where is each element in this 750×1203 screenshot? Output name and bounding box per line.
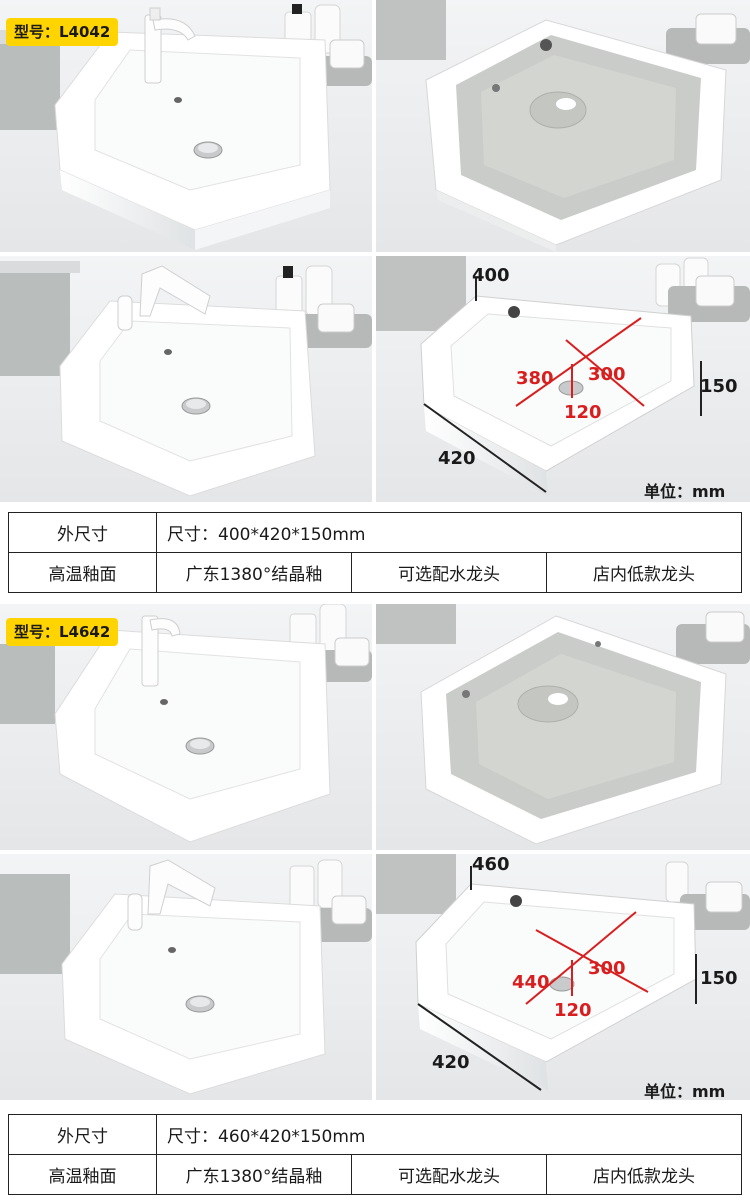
photo-dimension-diagram: 460 150 420 440 300 120 单位：mm: [376, 854, 750, 1100]
spec-glaze: 广东1380°结晶釉: [156, 1154, 352, 1195]
spec-value-size: 尺寸：460*420*150mm: [156, 1114, 742, 1155]
model-badge: 型号：L4642: [6, 618, 119, 646]
spec-value-size: 尺寸：400*420*150mm: [156, 512, 742, 553]
dim-depth: 420: [432, 1052, 470, 1073]
table-row: 高温釉面 广东1380°结晶釉 可选配水龙头 店内低款龙头: [8, 1154, 742, 1195]
product-section-l4042: 型号：L4042: [0, 0, 750, 600]
spec-label-glaze: 高温釉面: [8, 1154, 157, 1195]
dim-width: 460: [472, 854, 510, 875]
photo-dimension-diagram: 400 150 420 380 300 120 单位：mm: [376, 256, 750, 502]
spec-label-glaze: 高温釉面: [8, 552, 157, 593]
dim-inner-width: 300: [588, 958, 626, 979]
photo-inner-glaze: [376, 604, 750, 850]
dim-inner-depth: 120: [564, 402, 602, 423]
model-badge: 型号：L4042: [6, 18, 119, 46]
dim-height: 150: [700, 376, 738, 397]
photo-front-faucet: 型号：L4642: [0, 604, 372, 850]
spec-glaze: 广东1380°结晶釉: [156, 552, 352, 593]
spec-table: 外尺寸 尺寸：460*420*150mm 高温釉面 广东1380°结晶釉 可选配…: [8, 1114, 742, 1195]
dim-depth: 420: [438, 448, 476, 469]
faucet-tall-icon: [144, 7, 196, 84]
dim-height: 150: [700, 968, 738, 989]
table-row: 高温釉面 广东1380°结晶釉 可选配水龙头 店内低款龙头: [8, 552, 742, 593]
photo-front-faucet: 型号：L4042: [0, 0, 372, 252]
unit-label: 单位：mm: [644, 1082, 726, 1100]
spec-faucet-option: 可选配水龙头: [351, 1154, 547, 1195]
table-row: 外尺寸 尺寸：400*420*150mm: [8, 512, 742, 553]
dim-inner-depth: 120: [554, 1000, 592, 1021]
product-section-l4642: 型号：L4642: [0, 604, 750, 1203]
photo-front-pullout: [0, 854, 372, 1100]
photo-front-pullout: [0, 256, 372, 502]
unit-label: 单位：mm: [644, 482, 726, 501]
spec-table: 外尺寸 尺寸：400*420*150mm 高温釉面 广东1380°结晶釉 可选配…: [8, 512, 742, 593]
spec-label-size: 外尺寸: [8, 512, 157, 553]
spec-faucet-option: 可选配水龙头: [351, 552, 547, 593]
photo-inner-glaze: [376, 0, 750, 252]
overflow-hole-icon: [540, 39, 552, 51]
faucet-pullout-icon: [117, 265, 211, 331]
spec-faucet-store: 店内低款龙头: [546, 1154, 742, 1195]
dim-width: 400: [472, 265, 510, 286]
spec-label-size: 外尺寸: [8, 1114, 157, 1155]
dim-inner-length: 440: [512, 972, 550, 993]
dim-inner-length: 380: [516, 368, 554, 389]
drain-icon: [193, 141, 223, 159]
dim-inner-width: 300: [588, 364, 626, 385]
spec-faucet-store: 店内低款龙头: [546, 552, 742, 593]
table-row: 外尺寸 尺寸：460*420*150mm: [8, 1114, 742, 1155]
